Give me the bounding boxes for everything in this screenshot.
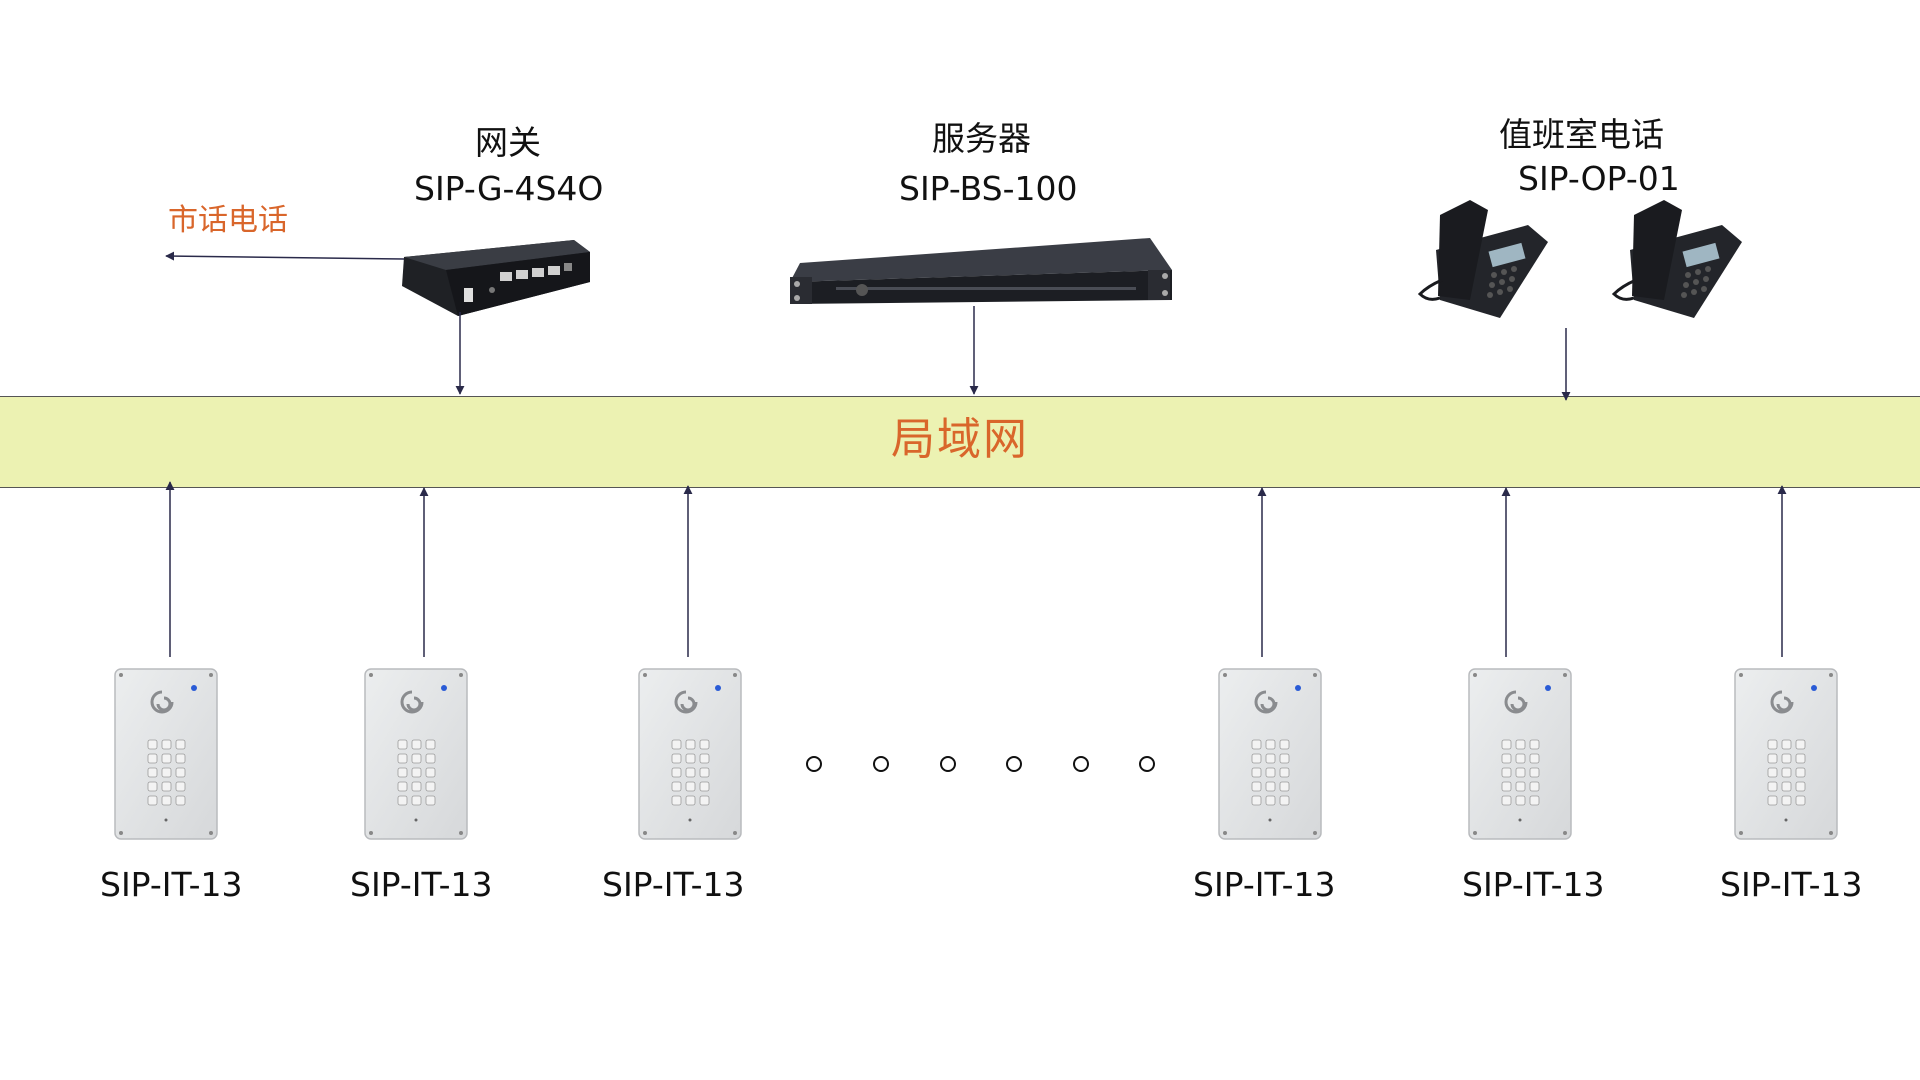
intercom-panel [638,668,742,840]
intercom-panel [114,668,218,840]
intercom-panel [364,668,468,840]
pstn-label: 市话电话 [168,203,288,238]
intercom-panel [1734,668,1838,840]
duty-phone-model: SIP-OP-01 [1518,159,1680,198]
intercom-label-5: SIP-IT-13 [1462,865,1605,904]
server-title: 服务器 [932,119,1031,158]
server-device [790,238,1172,304]
gateway-device [402,240,590,316]
gateway-title: 网关 [475,123,541,162]
intercom-panel [1468,668,1572,840]
intercom-label-4: SIP-IT-13 [1193,865,1336,904]
ellipsis-dots [806,756,1155,772]
intercom-label-1: SIP-IT-13 [100,865,243,904]
gateway-model: SIP-G-4S4O [414,169,604,208]
ellipsis-dot [1139,756,1155,772]
intercom-label-6: SIP-IT-13 [1720,865,1863,904]
server-model: SIP-BS-100 [899,169,1078,208]
lan-label: 局域网 [891,414,1029,465]
lan-band [0,396,1920,488]
ellipsis-dot [1073,756,1089,772]
ellipsis-dot [940,756,956,772]
pstn-link [165,251,405,261]
duty-phone-1 [1417,200,1548,318]
intercom-label-3: SIP-IT-13 [602,865,745,904]
duty-phone-title: 值班室电话 [1499,115,1664,154]
duty-phone-2 [1611,200,1742,318]
ellipsis-dot [873,756,889,772]
intercom-label-2: SIP-IT-13 [350,865,493,904]
ellipsis-dot [806,756,822,772]
ellipsis-dot [1006,756,1022,772]
intercom-panel [1218,668,1322,840]
